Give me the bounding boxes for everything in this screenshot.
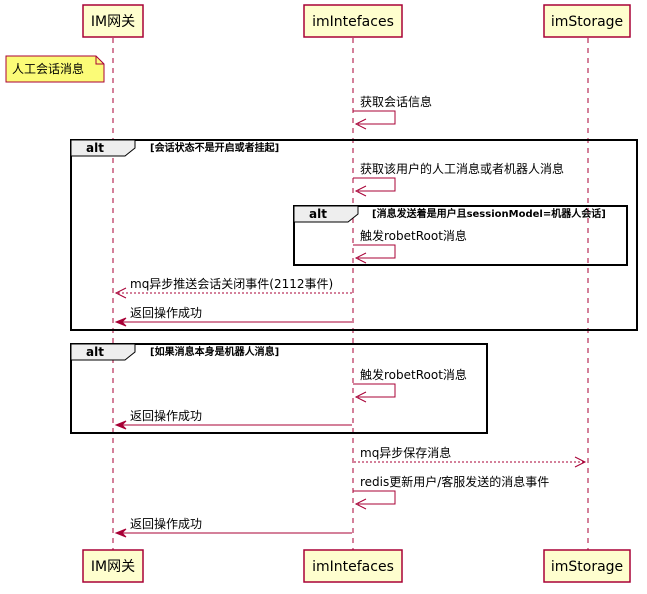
fragment-condition: [消息发送着是用户且sessionModel=机器人会话] [372,207,606,220]
participant-label: imIntefaces [312,14,394,30]
fragment-alt-1: alt [会话状态不是开启或者挂起] [70,139,638,331]
fragment-alt-2: alt [消息发送着是用户且sessionModel=机器人会话] [293,205,628,266]
message-mq-save-message: mq异步保存消息 [354,445,587,468]
participant-im-storage-top: imStorage [543,4,631,38]
participant-im-storage-bottom: imStorage [543,549,631,583]
participant-im-intefaces-top: imIntefaces [303,4,403,38]
note-text: 人工会话消息 [12,61,84,76]
message-label: mq异步保存消息 [360,445,451,460]
message-self-trigger-robet-root: 触发robetRoot消息 [353,228,467,264]
message-label: 触发robetRoot消息 [360,367,467,382]
message-mq-push-close-event: mq异步推送会话关闭事件(2112事件) [114,276,352,299]
note: 人工会话消息 [5,55,105,83]
message-label: 触发robetRoot消息 [360,228,467,243]
message-self-get-session-info: 获取会话信息 [353,94,432,130]
participant-label: imStorage [551,559,623,575]
message-label: 返回操作成功 [130,408,202,423]
message-return-success-2: 返回操作成功 [114,408,352,430]
fragment-condition: [如果消息本身是机器人消息] [150,345,279,358]
message-label: mq异步推送会话关闭事件(2112事件) [130,276,333,291]
participant-label: IM网关 [91,559,135,575]
fragment-keyword: alt [86,345,104,359]
fragment-condition: [会话状态不是开启或者挂起] [150,141,279,154]
message-label: 返回操作成功 [130,305,202,320]
participant-im-gateway-top: IM网关 [82,4,144,38]
participant-im-intefaces-bottom: imIntefaces [303,549,403,583]
participant-label: IM网关 [91,14,135,30]
message-label: 返回操作成功 [130,516,202,531]
participant-label: imStorage [551,14,623,30]
message-return-success-3: 返回操作成功 [114,516,352,538]
message-return-success-1: 返回操作成功 [114,305,352,327]
message-self-trigger-robet-root-2: 触发robetRoot消息 [353,367,467,403]
participant-im-gateway-bottom: IM网关 [82,549,144,583]
fragment-keyword: alt [309,207,327,221]
fragment-alt-3: alt [如果消息本身是机器人消息] [70,343,488,434]
message-self-get-user-messages: 获取该用户的人工消息或者机器人消息 [353,161,564,197]
participant-label: imIntefaces [312,559,394,575]
message-label: 获取会话信息 [360,94,432,109]
message-self-redis-update: redis更新用户/客服发送的消息事件 [353,474,549,510]
message-label: 获取该用户的人工消息或者机器人消息 [360,161,564,176]
fragment-keyword: alt [86,141,104,155]
message-label: redis更新用户/客服发送的消息事件 [360,474,549,489]
